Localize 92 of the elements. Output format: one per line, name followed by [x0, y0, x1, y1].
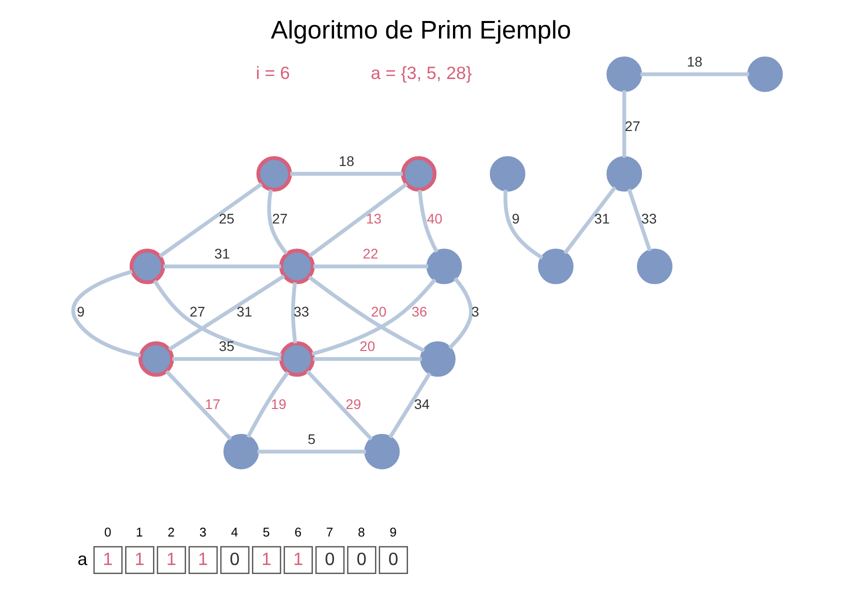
node-circle	[538, 248, 574, 284]
label: 0	[388, 548, 398, 569]
node-circle	[364, 434, 400, 470]
node-circle	[606, 56, 642, 92]
label: 0	[324, 548, 335, 569]
connector	[563, 186, 617, 254]
diagram-title: Algoritmo de Prim Ejemplo	[270, 16, 572, 45]
edge-label: 19	[270, 396, 286, 412]
label: 4	[231, 526, 238, 540]
connector	[168, 274, 286, 352]
edge-label: 3	[471, 303, 480, 320]
label: 3	[199, 526, 206, 540]
connector	[172, 357, 282, 361]
edge-label: 22	[362, 246, 378, 262]
edge-label: 18	[338, 152, 354, 169]
connector	[627, 188, 652, 252]
connector	[640, 72, 750, 76]
label: i = 6	[256, 62, 290, 83]
connector	[306, 370, 373, 441]
connector	[163, 264, 282, 268]
node-circle	[223, 434, 259, 470]
edge-label: 31	[214, 246, 230, 262]
label: 9	[390, 526, 397, 540]
edge-label: 29	[346, 396, 362, 412]
node-circle	[426, 248, 462, 284]
label: 0	[230, 548, 240, 569]
edge-label: 31	[236, 303, 252, 320]
label: 1	[198, 548, 208, 569]
node-circle	[420, 341, 456, 377]
connector	[313, 264, 428, 268]
connector	[158, 182, 263, 258]
edge-label: 40	[426, 210, 442, 227]
node-circle	[256, 156, 292, 192]
connector	[257, 450, 366, 454]
edge-label: 17	[204, 396, 220, 412]
label: 6	[294, 526, 302, 540]
connector	[71, 270, 141, 358]
node-circle	[279, 248, 315, 284]
connector	[622, 90, 626, 158]
label: a = {3, 5, 28}	[370, 62, 472, 83]
edge-label: 9	[512, 210, 520, 227]
node-circle	[130, 248, 166, 284]
label: a	[78, 548, 88, 569]
connector	[308, 182, 408, 258]
node-circle	[490, 156, 526, 192]
connector	[153, 280, 282, 358]
edge-label: 27	[272, 210, 288, 227]
node-circle	[747, 56, 783, 92]
edge-label: 35	[218, 338, 234, 354]
connector	[388, 372, 432, 438]
edge-label: 34	[414, 396, 430, 412]
edge-label: 20	[371, 303, 387, 320]
node-circle	[636, 248, 672, 284]
edge-label: 33	[294, 303, 310, 320]
connector	[308, 276, 426, 352]
edge-label: 5	[308, 430, 316, 447]
label: 1	[136, 526, 143, 540]
edge-label: 9	[76, 303, 85, 320]
connector	[290, 172, 403, 176]
edge-label: 36	[412, 303, 428, 320]
node-circle	[138, 341, 174, 377]
edge-label: 33	[641, 210, 657, 227]
label: 1	[261, 548, 272, 569]
edge-label: 31	[594, 210, 610, 227]
label: 1	[166, 548, 176, 569]
label: 1	[293, 548, 304, 569]
edge-label: 27	[624, 118, 640, 134]
edge-label: 13	[366, 210, 382, 227]
connector	[165, 370, 232, 441]
edge-label: 27	[190, 303, 206, 320]
label: 2	[168, 526, 175, 540]
label: 1	[134, 548, 145, 569]
connector	[267, 189, 288, 255]
label: 8	[358, 526, 365, 540]
label: 0	[104, 526, 112, 540]
label: 5	[262, 526, 270, 540]
connector	[418, 190, 438, 253]
connector	[313, 357, 422, 361]
connector	[291, 282, 298, 344]
label: 1	[102, 548, 113, 569]
connector	[246, 371, 290, 438]
label: 7	[326, 526, 334, 540]
connector	[504, 190, 544, 260]
edge-label: 18	[686, 53, 702, 70]
edge-label: 25	[218, 210, 234, 227]
edge-label: 20	[360, 338, 376, 354]
label: 0	[356, 548, 366, 569]
node-circle	[401, 156, 437, 192]
connector	[448, 277, 473, 350]
connector	[312, 278, 436, 356]
node-circle	[606, 156, 642, 192]
node-circle	[279, 341, 315, 377]
